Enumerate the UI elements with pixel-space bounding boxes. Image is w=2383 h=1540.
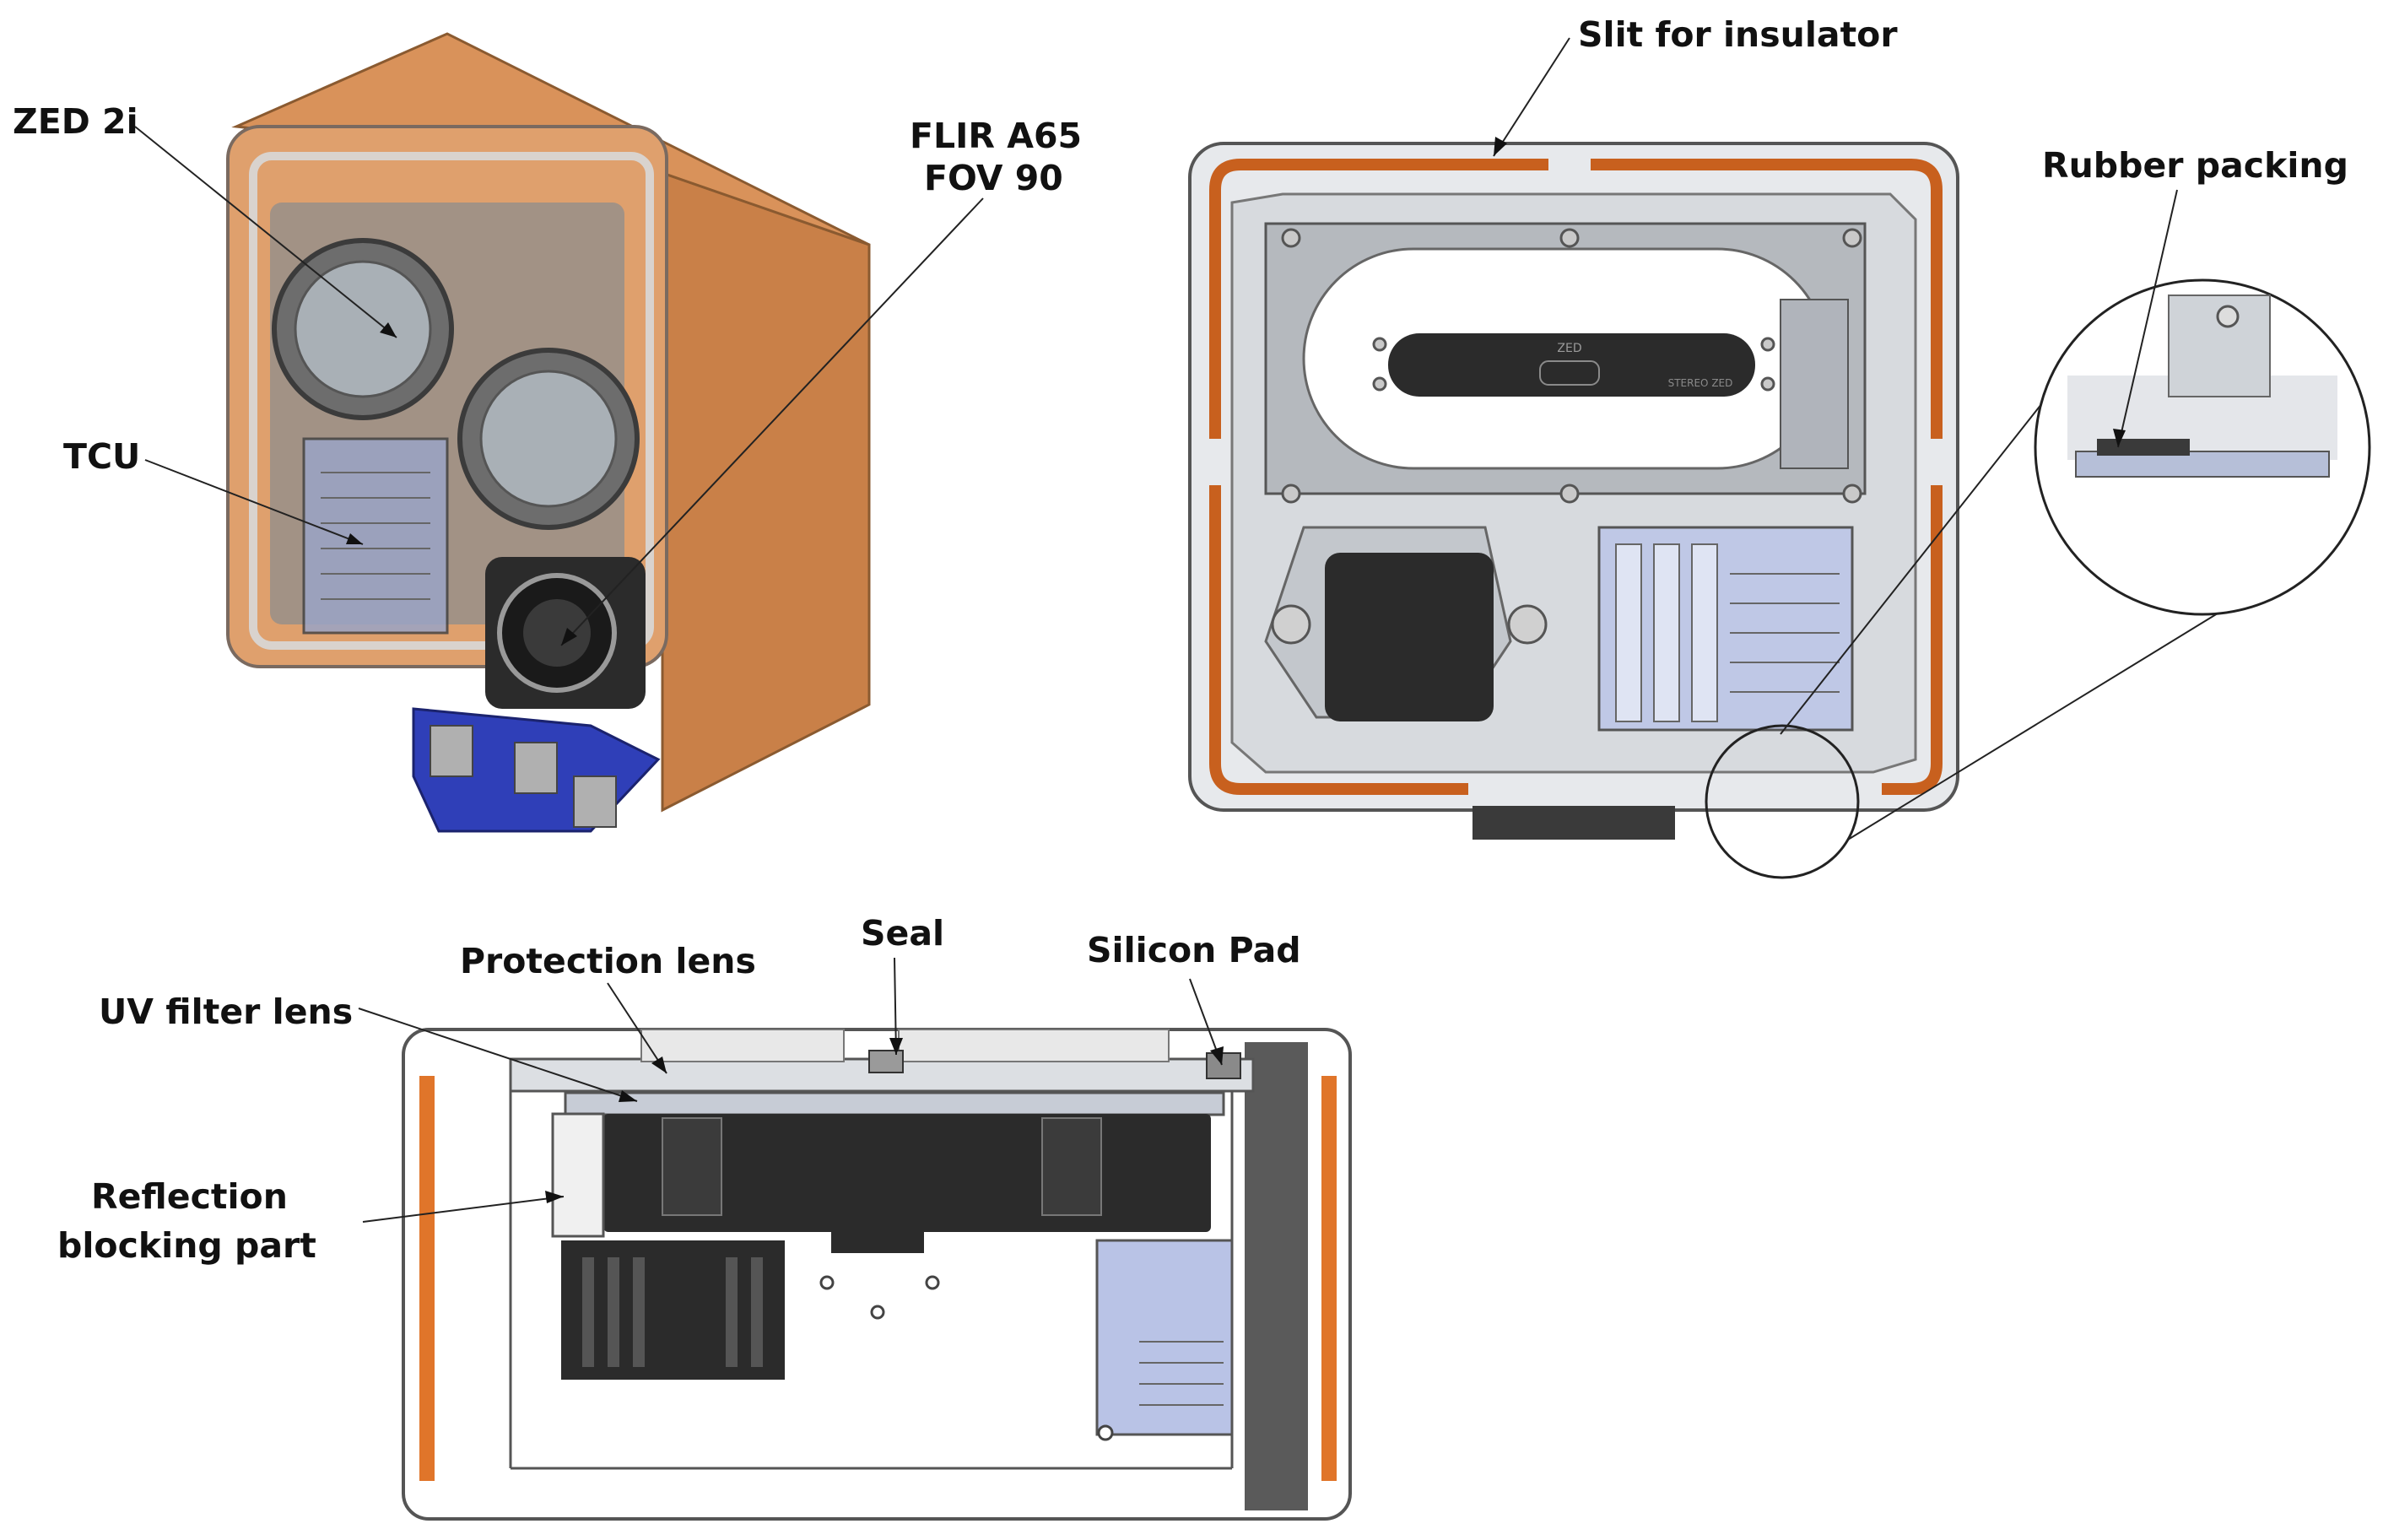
- arrowhead-flir: [561, 628, 577, 646]
- tcu-section: [1095, 1239, 1234, 1436]
- label-reflection-line2: blocking part: [57, 1225, 316, 1266]
- bottom-connector: [1472, 806, 1675, 840]
- arrowhead-silicon: [1210, 1046, 1224, 1065]
- leader-slit: [1493, 37, 1570, 157]
- mounting-holes: [819, 1275, 1114, 1441]
- label-rubber-packing: Rubber packing: [2042, 145, 2348, 186]
- reflection-blocking-part: [551, 1112, 605, 1238]
- panel-b-front-view: ZED STEREO ZED: [1188, 14, 2371, 879]
- leader-protection: [607, 982, 667, 1074]
- silicon-pad: [1206, 1052, 1241, 1079]
- label-seal: Seal: [861, 913, 944, 954]
- zed-model-marking: STEREO ZED: [1668, 377, 1733, 389]
- enclosure-side-face: [661, 170, 871, 813]
- label-zed-2i: ZED 2i: [13, 101, 138, 142]
- arrowhead-tcu: [346, 533, 363, 544]
- leader-zed-2i: [134, 126, 397, 338]
- seal-part: [868, 1050, 904, 1073]
- label-flir-line2: FOV 90: [924, 158, 1063, 198]
- zed-camera-body: [1388, 333, 1755, 397]
- heatsink-left: [561, 1240, 785, 1380]
- right-side-wall: [1245, 1042, 1308, 1510]
- insulator-slit-strips: [1209, 159, 1943, 795]
- rubber-packing-detail: [2034, 278, 2371, 616]
- insulator-strip-left: [419, 1076, 435, 1481]
- arrowhead-rubber: [2113, 429, 2126, 447]
- label-uv-filter-lens: UV filter lens: [99, 992, 353, 1032]
- leader-flir: [560, 197, 984, 646]
- arrowhead-zed-2i: [380, 322, 397, 338]
- enclosure-glass-frame: [249, 152, 654, 650]
- protection-lens: [509, 1057, 1255, 1093]
- leader-uv: [358, 1008, 638, 1102]
- arrowhead-slit: [1494, 137, 1507, 156]
- tcu-unit: [302, 437, 449, 635]
- label-protection-lens: Protection lens: [460, 941, 756, 981]
- label-slit-for-insulator: Slit for insulator: [1578, 14, 1898, 55]
- blue-mount-bracket: [412, 707, 661, 833]
- zed-2i-camera: [272, 238, 640, 530]
- arrowhead-protection: [651, 1056, 667, 1073]
- label-tcu: TCU: [63, 436, 140, 477]
- arrowhead-seal: [889, 1038, 903, 1055]
- side-bracket: [1780, 299, 1849, 469]
- flir-a65-camera: [485, 557, 646, 709]
- uv-filter-lens: [564, 1091, 1225, 1116]
- arrowhead-reflection: [545, 1191, 564, 1203]
- leader-reflection: [362, 1196, 565, 1223]
- label-reflection-line1: Reflection: [91, 1176, 288, 1217]
- leader-tcu: [144, 459, 364, 545]
- panel-c-cross-section: Protection lens Seal Silicon Pad UV filt…: [57, 913, 1352, 1521]
- frame-screws: [1281, 228, 1862, 504]
- zed-brand-marking: ZED: [1557, 342, 1581, 355]
- arrowhead-uv: [619, 1090, 637, 1102]
- label-silicon-pad: Silicon Pad: [1087, 930, 1301, 970]
- label-flir-line1: FLIR A65: [910, 116, 1082, 156]
- flir-bracket-front: [1264, 526, 1548, 721]
- insulator-strip-right: [1321, 1076, 1337, 1481]
- panel-a-enclosure-3d: ZED 2i FLIR A65 FOV 90 TCU: [13, 32, 1082, 833]
- leader-rubber: [2117, 189, 2178, 448]
- detail-marker-circle: [1705, 724, 1860, 879]
- detail-link-upper: [1780, 370, 2068, 735]
- tcu-heatsink-front: [1597, 526, 1854, 732]
